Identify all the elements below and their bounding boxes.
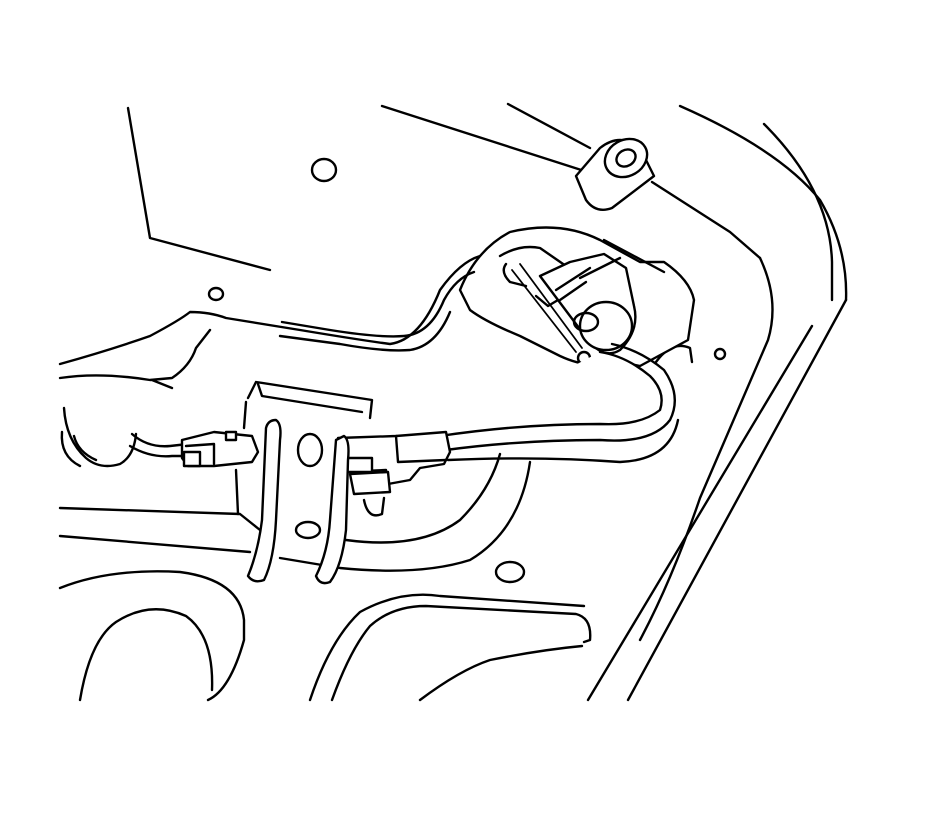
wiring-harness <box>60 270 680 468</box>
body-panel <box>58 102 848 702</box>
harness-connector-right <box>336 430 452 496</box>
mount-hole <box>713 347 727 361</box>
harness-connector-left <box>180 430 260 468</box>
mount-hole <box>207 286 225 302</box>
retaining-clips <box>234 380 386 585</box>
rubber-bumper <box>574 137 656 211</box>
mount-hole <box>494 560 526 584</box>
mount-hole <box>310 157 338 183</box>
